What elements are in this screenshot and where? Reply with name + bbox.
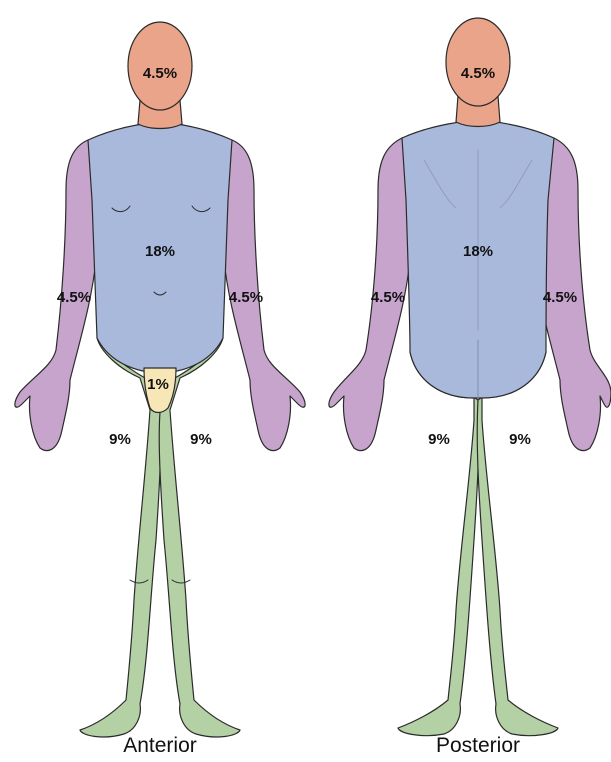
posterior-torso-label: 18% <box>463 243 493 260</box>
posterior-leg-left <box>398 352 479 736</box>
posterior-figure <box>329 18 611 736</box>
anterior-left-leg-label: 9% <box>109 431 131 448</box>
anterior-left-arm-label: 4.5% <box>57 289 91 306</box>
posterior-title: Posterior <box>436 734 520 757</box>
posterior-leg-right <box>477 352 558 736</box>
anterior-right-arm-label: 4.5% <box>229 289 263 306</box>
posterior-left-leg-label: 9% <box>428 431 450 448</box>
posterior-head <box>446 18 510 106</box>
posterior-right-leg-label: 9% <box>509 431 531 448</box>
posterior-left-arm-label: 4.5% <box>371 289 405 306</box>
anterior-genitals-label: 1% <box>147 376 169 393</box>
anterior-torso-label: 18% <box>145 243 175 260</box>
anterior-head-label: 4.5% <box>143 65 177 82</box>
anterior-right-leg-label: 9% <box>190 431 212 448</box>
anterior-title: Anterior <box>123 734 197 757</box>
posterior-head-label: 4.5% <box>461 65 495 82</box>
posterior-right-arm-label: 4.5% <box>543 289 577 306</box>
